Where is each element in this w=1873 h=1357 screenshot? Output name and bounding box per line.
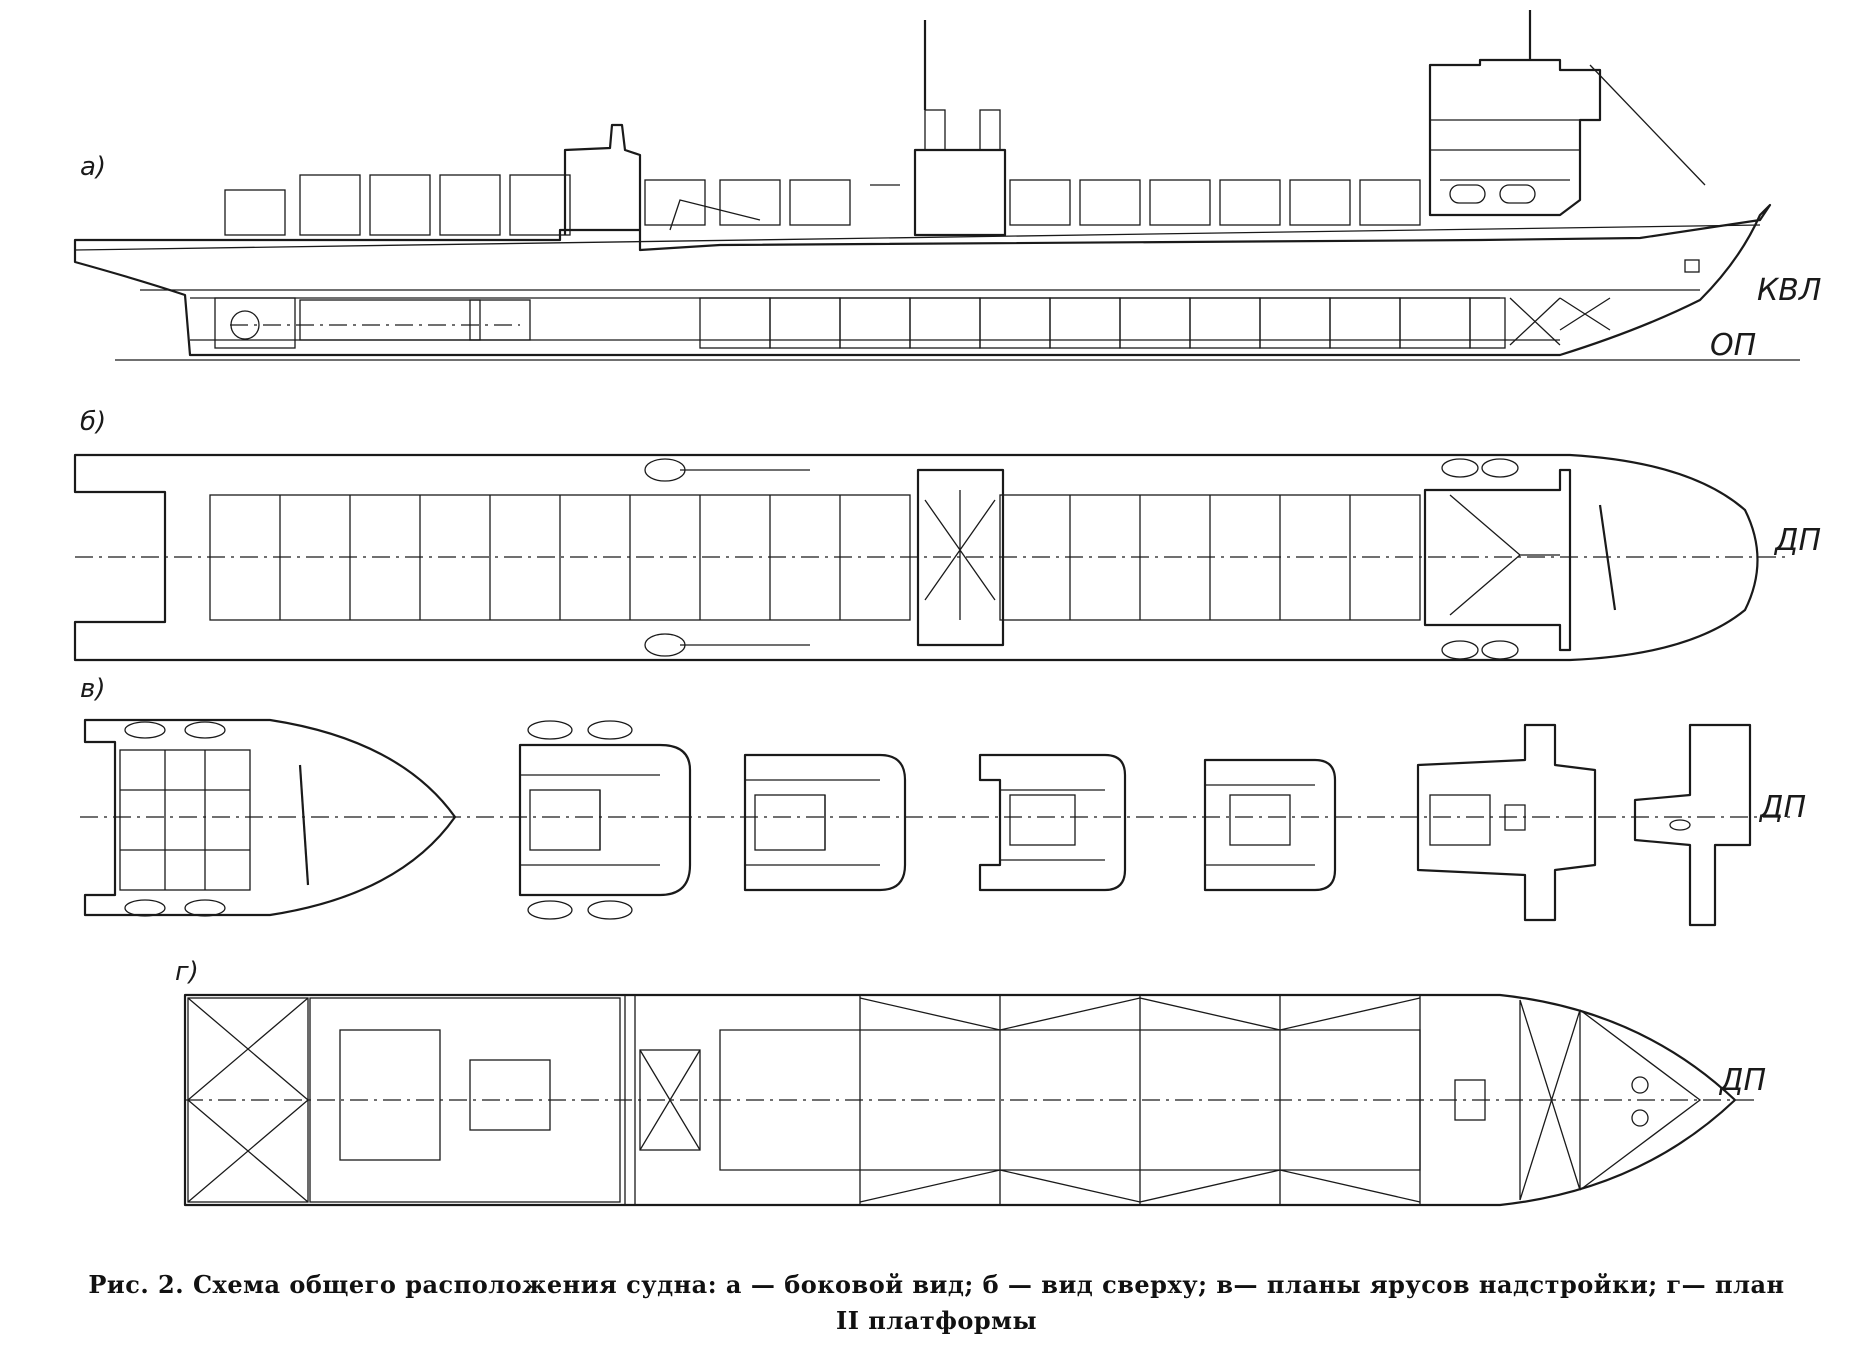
machinery-room: [309, 995, 701, 1205]
aft-deckhouse: [563, 123, 642, 235]
platform-outline: [183, 993, 1737, 1207]
tier-plan-5: [1203, 758, 1337, 892]
deck-containers-aft: [224, 174, 571, 236]
cargo-hold: [719, 995, 1421, 1205]
tier-plan-3: [743, 753, 907, 892]
accommodation-block: [1428, 10, 1706, 273]
top-view: б): [73, 407, 1821, 662]
baseline-label: ОП: [1710, 328, 1756, 363]
gantry-top: [916, 468, 1005, 647]
deck-containers-fore: [644, 179, 1421, 226]
side-view: а): [73, 10, 1821, 363]
aft-tanks: [186, 997, 310, 1203]
tier-plans-label: в): [80, 674, 105, 704]
tier-plan-6: [1416, 723, 1597, 922]
main-deck-line: [74, 224, 1761, 251]
tier-plan-2: [518, 720, 692, 920]
bridge-top: [1423, 458, 1617, 660]
hold-bays: [699, 297, 1611, 349]
tier-centerline-label: ДП: [1758, 790, 1806, 825]
gantry-crane: [669, 20, 1007, 237]
engine-room: [214, 297, 531, 349]
top-view-label: б): [80, 407, 106, 437]
tier-plan-1: [83, 718, 457, 917]
tier-plans: в): [80, 674, 1806, 927]
hull-profile: [73, 203, 1772, 357]
waterline-label: КВЛ: [1757, 273, 1821, 308]
deck-outline: [73, 453, 1759, 662]
platform-plan-label: г): [175, 957, 199, 987]
platform-plan: г): [175, 957, 1766, 1207]
fore-peak: [1454, 999, 1702, 1201]
lifeboat-aft-port: [644, 458, 686, 482]
platform-centerline-label: ДП: [1718, 1063, 1766, 1098]
figure-caption-line-1: Рис. 2. Схема общего расположения судна:…: [88, 1270, 1785, 1299]
hatch-covers: [209, 494, 1421, 621]
top-centerline-label: ДП: [1773, 523, 1821, 558]
side-view-label: а): [80, 152, 106, 182]
tier-plan-4: [978, 753, 1127, 892]
tier-plan-7: [1633, 723, 1752, 927]
figure-caption-line-2: II платформы: [835, 1306, 1038, 1335]
lifeboat-aft-stbd: [644, 633, 686, 657]
